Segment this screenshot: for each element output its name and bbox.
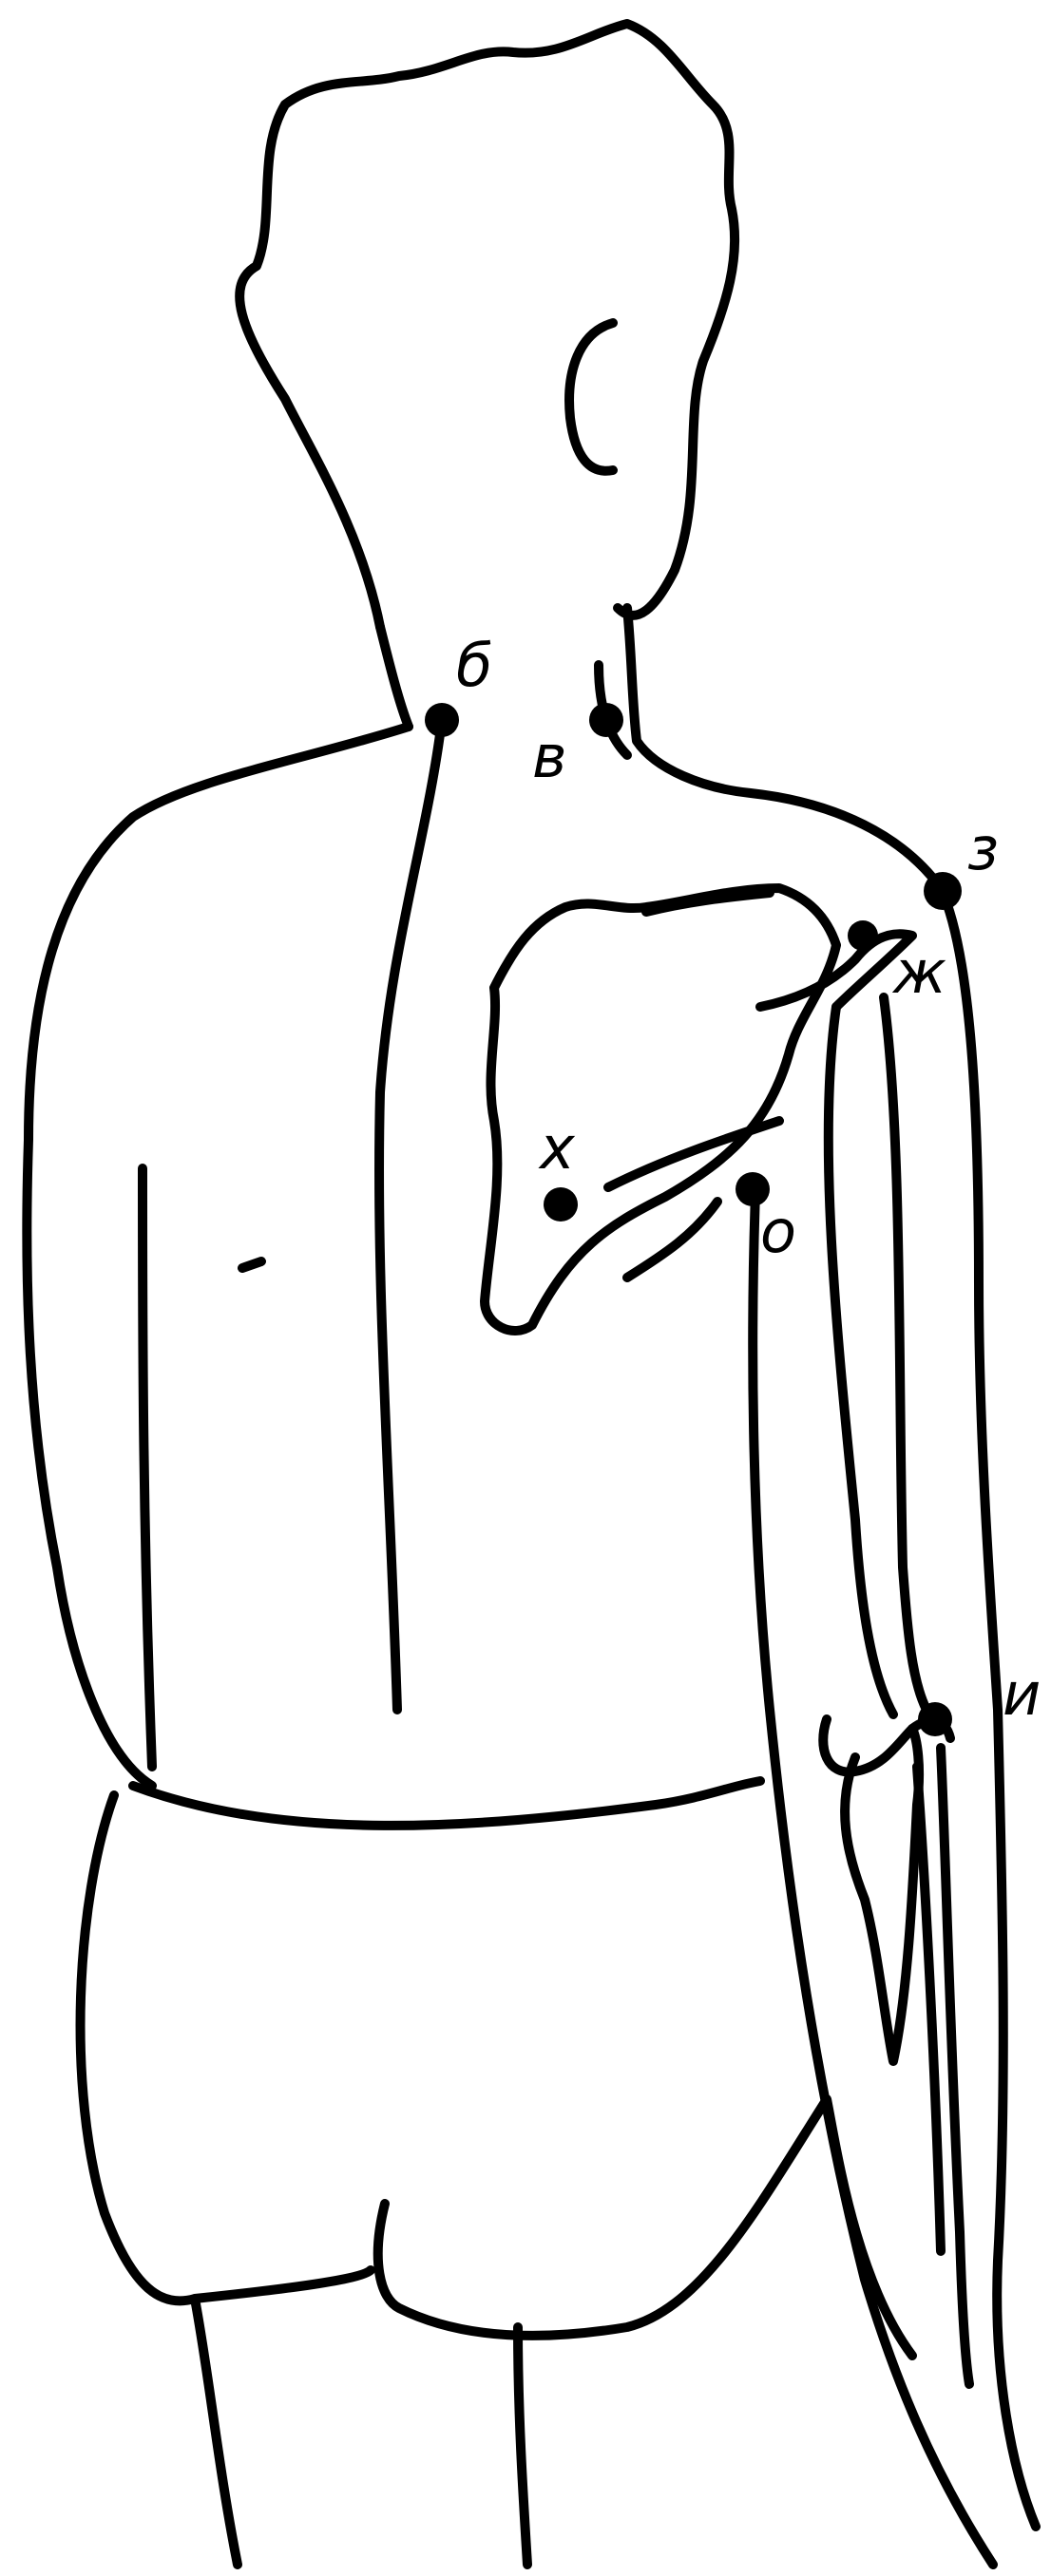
left-arm-line: [143, 1168, 152, 1767]
ulnar-line: [753, 1192, 993, 2565]
label-o: о: [760, 1197, 796, 1266]
neck-left-outline: [380, 627, 409, 727]
left-leg: [195, 2299, 238, 2565]
label-v: в: [532, 722, 567, 791]
forearm-line-2: [917, 1767, 941, 2251]
point-v: [589, 703, 623, 737]
right-leg: [518, 2327, 527, 2565]
neck-right-outline: [627, 608, 941, 888]
label-zh: ж: [891, 938, 946, 1007]
waistband: [133, 1781, 760, 1826]
upper-arm-midline: [884, 997, 927, 1710]
label-z: з: [967, 814, 999, 883]
label-i: и: [1003, 1659, 1041, 1729]
head-hair-outline: [239, 24, 735, 627]
point-zh: [848, 920, 878, 951]
point-b: [425, 703, 459, 737]
inner-upper-arm: [829, 1007, 893, 1714]
point-z: [924, 872, 962, 910]
buttock-fold: [378, 2099, 912, 2356]
ear-outline: [569, 323, 613, 471]
left-back-outline: [27, 727, 409, 1786]
spine-line: [379, 720, 442, 1710]
shorts-outline: [81, 1795, 371, 2301]
back-mark: [242, 1261, 261, 1268]
forearm-fold: [845, 1729, 919, 2061]
label-kh: х: [538, 1113, 576, 1183]
point-kh: [544, 1187, 578, 1222]
label-b: б: [456, 631, 492, 700]
forearm-line-1: [941, 1748, 969, 2384]
point-i: [918, 1702, 952, 1736]
